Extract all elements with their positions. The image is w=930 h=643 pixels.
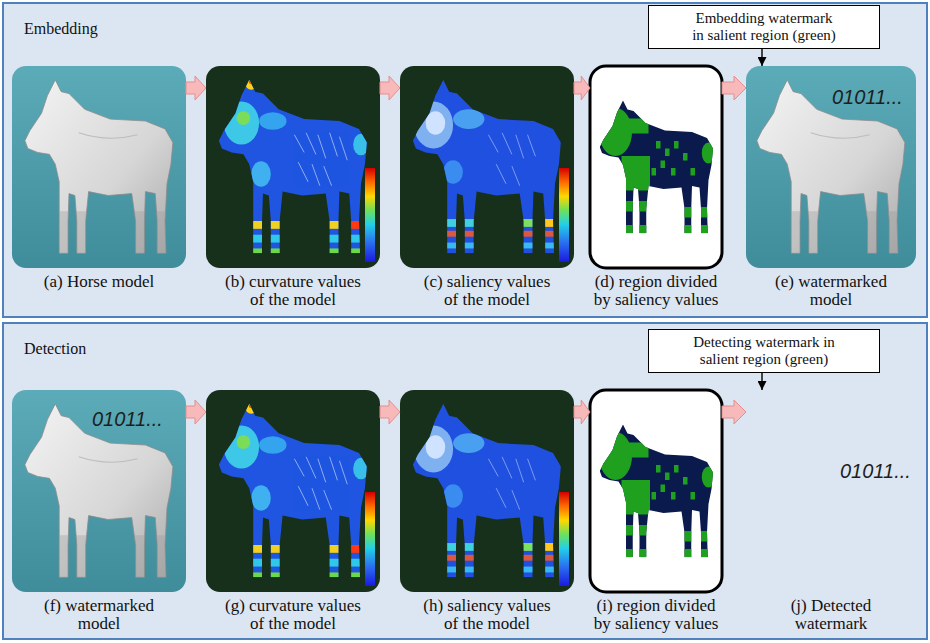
region-map (596, 420, 716, 563)
process-panel: Embedding watermark in salient region (g… (2, 2, 928, 318)
flow-arrow (722, 76, 746, 100)
color-bar (559, 168, 569, 262)
image-frame (400, 390, 574, 592)
image-caption: (c) saliency values of the model (417, 273, 557, 309)
image-caption: (i) region divided by saliency values (590, 597, 722, 633)
image-panel: (a) Horse model (12, 66, 186, 268)
flow-arrow (574, 400, 590, 424)
image-panel: (b) curvature values of the model (206, 66, 380, 268)
image-frame (12, 66, 186, 268)
pointer-arrow (761, 373, 762, 390)
horse-model (20, 404, 177, 584)
image-frame (400, 66, 574, 268)
color-bar (365, 168, 375, 262)
flow-arrow (186, 76, 206, 100)
curvature-map (214, 74, 371, 260)
image-caption: (h) saliency values of the model (417, 597, 557, 633)
flow-arrow (186, 400, 206, 424)
flow-arrow (722, 400, 746, 424)
image-panel: (g) curvature values of the model (206, 390, 380, 592)
image-caption: (f) watermarked model (34, 597, 164, 633)
panel-ground (3, 3, 927, 317)
image-caption: (g) curvature values of the model (223, 597, 363, 633)
saliency-map (408, 398, 565, 584)
image-panel: (i) region divided by saliency values (590, 390, 722, 592)
image-panel: (d) region divided by saliency values (590, 66, 722, 268)
image-frame (206, 66, 380, 268)
saliency-map (408, 74, 565, 260)
curvature-map (214, 398, 371, 584)
horse-model (20, 80, 177, 260)
image-frame (12, 390, 186, 592)
image-caption: (b) curvature values of the model (223, 273, 363, 309)
image-panel: 01011...(f) watermarked model (12, 390, 186, 592)
callout-box: Detecting watermark in salient region (g… (648, 329, 880, 373)
panel-heading: Detection (24, 340, 86, 358)
image-caption: (e) watermarked model (766, 273, 896, 309)
image-panel: (h) saliency values of the model (400, 390, 574, 592)
watermark-bits: 01011... (92, 408, 163, 431)
image-caption: (j) Detected watermark (776, 597, 886, 633)
color-bar (559, 492, 569, 586)
callout-text: Detecting watermark in salient region (g… (689, 334, 839, 368)
image-panel: (c) saliency values of the model (400, 66, 574, 268)
image-panel: 01011...(e) watermarked model (746, 66, 916, 268)
color-bar (365, 492, 375, 586)
image-caption: (d) region divided by saliency values (590, 273, 722, 309)
watermark-bits: 01011... (832, 86, 903, 109)
output-area: 01011...(j) Detected watermark (746, 390, 916, 592)
image-frame (206, 390, 380, 592)
region-map (596, 96, 716, 239)
image-frame (590, 66, 722, 268)
watermark-bits: 01011... (840, 460, 911, 483)
pointer-arrow (761, 49, 762, 66)
flow-arrow (380, 400, 400, 424)
image-frame (746, 66, 916, 268)
process-panel: Detecting watermark in salient region (g… (2, 322, 928, 640)
panel-heading: Embedding (24, 20, 98, 38)
flow-arrow (574, 76, 590, 100)
horse-model (752, 80, 909, 260)
panel-ground (3, 323, 927, 639)
image-caption: (a) Horse model (11, 273, 187, 291)
image-frame (590, 390, 722, 592)
flow-arrow (380, 76, 400, 100)
callout-box: Embedding watermark in salient region (g… (648, 5, 880, 49)
callout-text: Embedding watermark in salient region (g… (689, 10, 839, 44)
